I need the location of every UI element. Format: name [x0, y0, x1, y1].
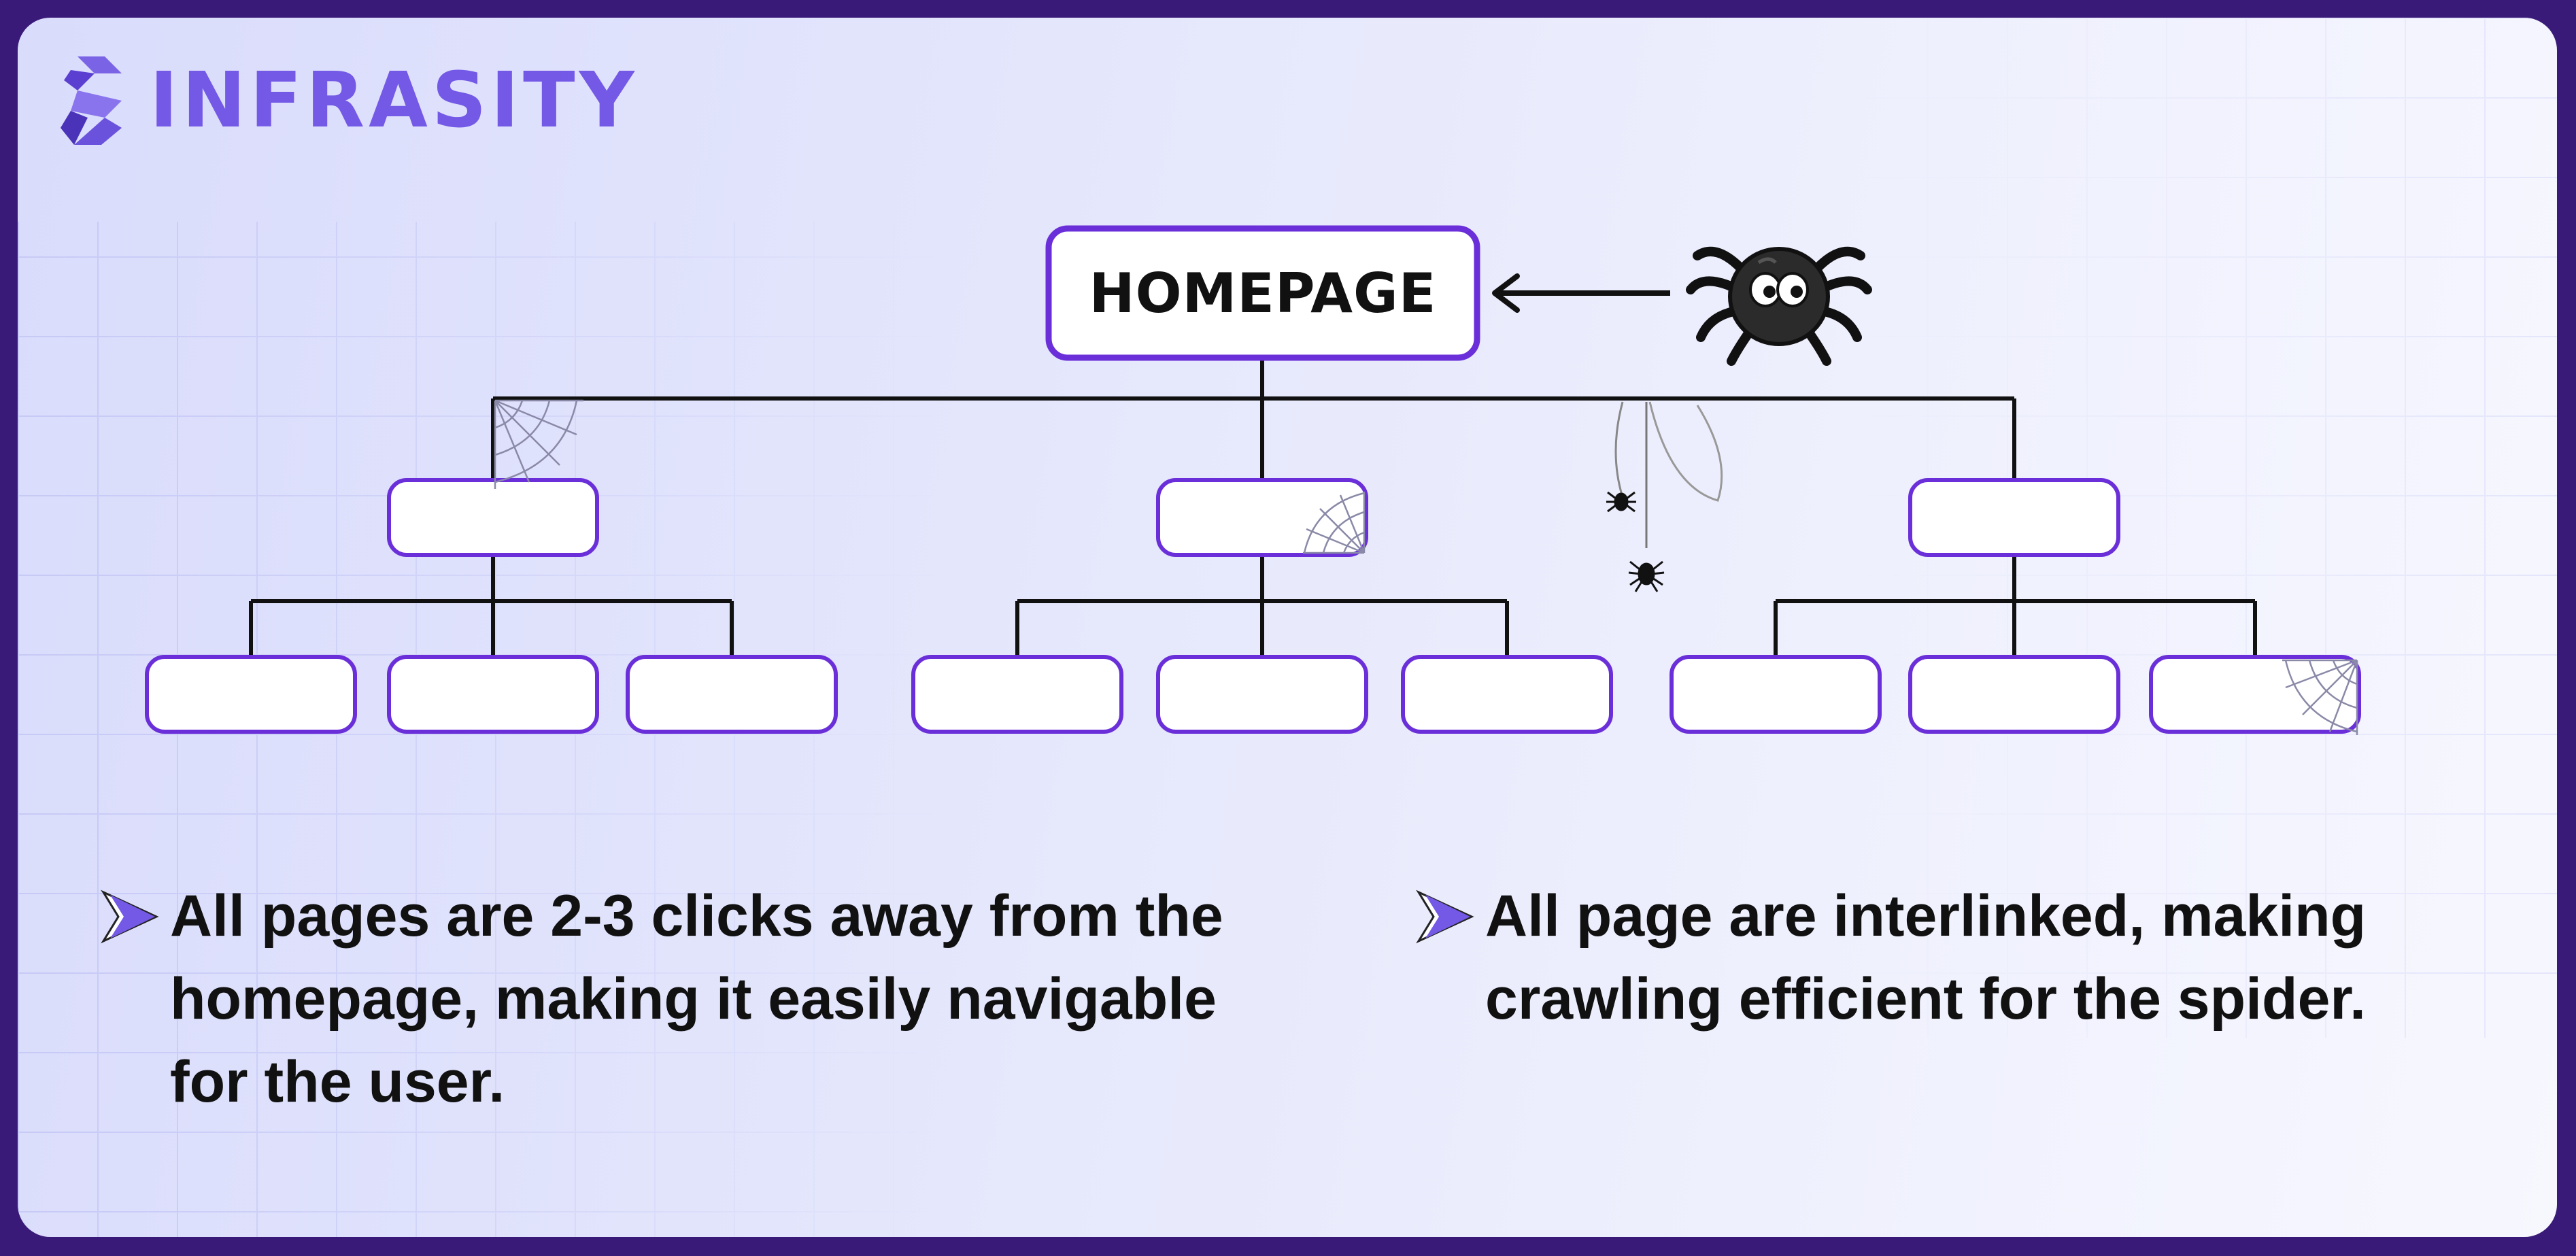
spider-icon: [1686, 246, 1872, 366]
site-structure-diagram: [145, 225, 2361, 735]
bullet-navigation: All pages are 2-3 clicks away from the h…: [98, 875, 1308, 1123]
bullet-text: All page are interlinked, making crawlin…: [1485, 883, 2367, 1032]
level2-node: [1156, 655, 1368, 734]
level2-node: [1908, 655, 2120, 734]
level2-node: [2149, 655, 2361, 734]
cobweb-icon: [1303, 492, 1366, 554]
connector-lines: [249, 344, 2257, 657]
level2-node: [1401, 655, 1613, 734]
cobweb-icon: [2282, 659, 2358, 735]
chevron-right-icon: [101, 889, 159, 944]
level2-node: [1670, 655, 1882, 734]
infrasity-logo-icon: [61, 56, 122, 145]
brand-name: INFRASITY: [150, 56, 639, 145]
level2-node: [626, 655, 838, 734]
homepage-label: HOMEPAGE: [1089, 261, 1437, 325]
cobweb-icon: [494, 399, 583, 489]
crawl-arrow: [1492, 273, 1670, 313]
level2-node: [911, 655, 1123, 734]
level1-node: [387, 478, 599, 557]
infographic-card: INFRASITY: [18, 18, 2557, 1237]
brand-logo: INFRASITY: [57, 46, 639, 155]
homepage-node: [1045, 225, 1480, 361]
bullet-text: All pages are 2-3 clicks away from the h…: [170, 883, 1223, 1115]
level1-node: [1156, 478, 1368, 557]
chevron-right-icon: [1416, 889, 1474, 944]
level1-node: [1908, 478, 2120, 557]
level2-node: [387, 655, 599, 734]
level2-node: [145, 655, 357, 734]
bullet-crawling: All page are interlinked, making crawlin…: [1413, 875, 2542, 1040]
hanging-spider-icon: [1606, 401, 1723, 592]
